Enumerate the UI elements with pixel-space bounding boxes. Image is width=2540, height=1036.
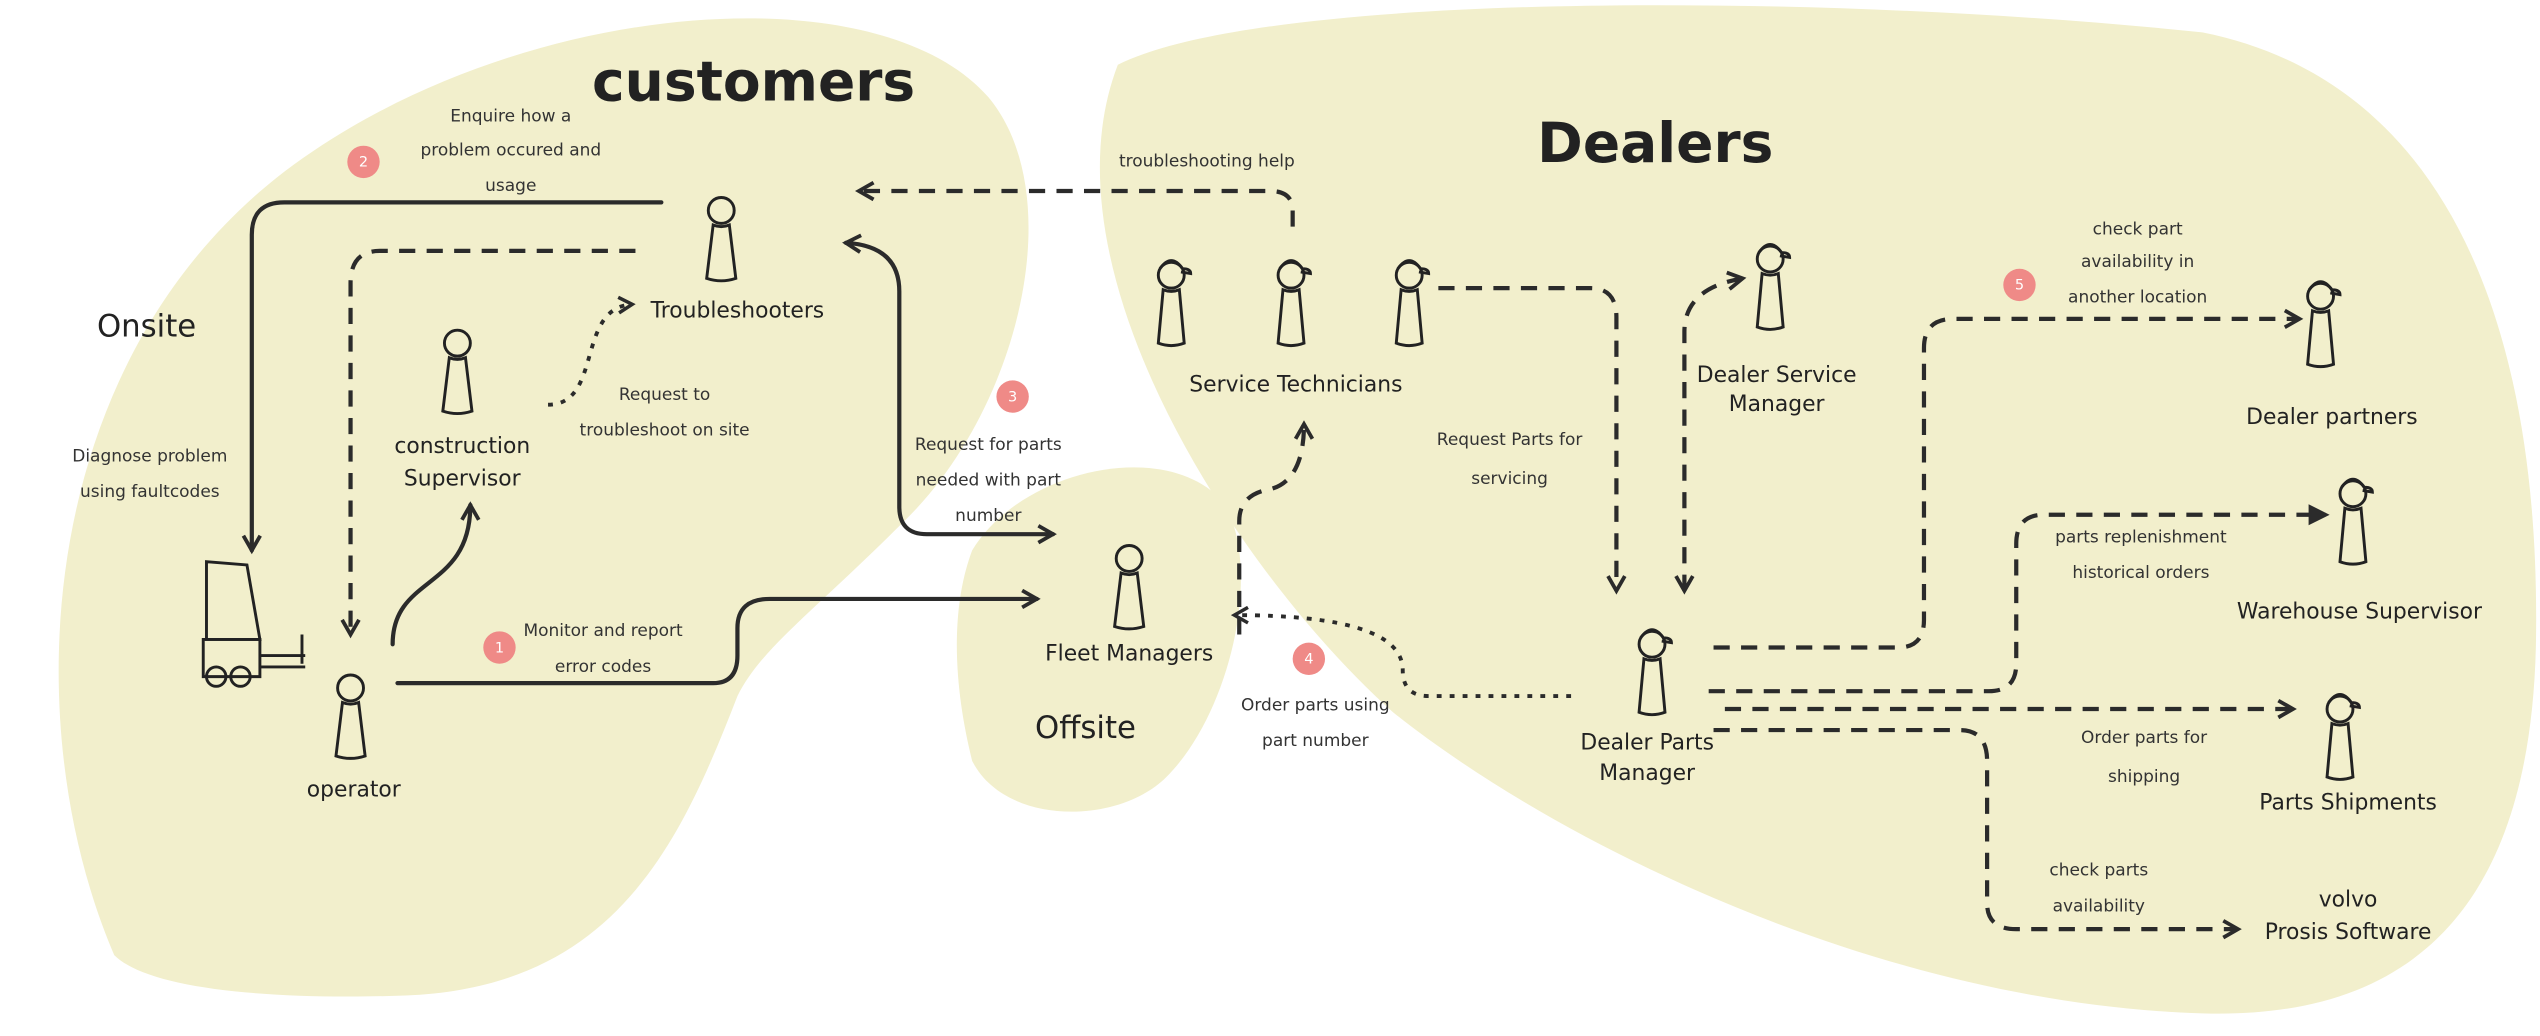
annotation-enquire: usage bbox=[485, 176, 536, 196]
annotation-replenishment: parts replenishment bbox=[2055, 527, 2227, 547]
edge-troubleshooters-to-machine bbox=[241, 200, 664, 555]
dealers-title: Dealers bbox=[1537, 111, 1773, 175]
parts-manager-label-2: Manager bbox=[1599, 761, 1695, 786]
annotation-troubleshooting-help: troubleshooting help bbox=[1119, 152, 1295, 172]
prosis-label-2: Prosis Software bbox=[2265, 920, 2432, 945]
edge-partsmanager-to-partners bbox=[1713, 308, 2304, 650]
edge-partsmanager-servicemanager bbox=[1674, 270, 1747, 595]
service-manager-label-1: Dealer Service bbox=[1697, 363, 1857, 388]
step-badge-4: 4 bbox=[1292, 642, 1326, 676]
customers-title: customers bbox=[592, 49, 915, 113]
supervisor-label-2: Supervisor bbox=[404, 467, 521, 492]
edge-partsmanager-to-warehouse bbox=[1708, 504, 2330, 694]
annotation-order-parts-number: Order parts using bbox=[1241, 696, 1390, 716]
annotation-check-part-location: check part bbox=[2093, 220, 2183, 240]
annotation-request-troubleshoot: Request to bbox=[619, 385, 710, 405]
operator-label: operator bbox=[307, 777, 401, 802]
troubleshooters-label: Troubleshooters bbox=[650, 298, 825, 323]
supervisor-label-1: construction bbox=[394, 434, 530, 459]
edge-fleet-troubleshooters bbox=[842, 233, 1057, 545]
edge-technicians-to-partsmanager bbox=[1438, 286, 1627, 595]
step-badge-3: 3 bbox=[996, 380, 1029, 413]
annotation-replenishment: historical orders bbox=[2072, 563, 2209, 583]
edge-supervisor-to-troubleshooters bbox=[547, 295, 636, 407]
svg-text:5: 5 bbox=[2015, 277, 2024, 294]
edge-technicians-to-troubleshooters bbox=[855, 180, 1295, 227]
annotation-request-parts-number: Request for parts bbox=[915, 435, 1062, 455]
annotation-enquire: problem occured and bbox=[420, 140, 601, 160]
annotation-check-parts: check parts bbox=[2049, 861, 2148, 881]
annotation-request-troubleshoot: troubleshoot on site bbox=[580, 420, 750, 440]
service-manager-label-2: Manager bbox=[1729, 392, 1825, 417]
edge-partsmanager-to-prosis bbox=[1713, 727, 2242, 940]
dealer-partners-label: Dealer partners bbox=[2246, 405, 2418, 430]
svg-text:4: 4 bbox=[1304, 651, 1313, 668]
svg-text:2: 2 bbox=[359, 154, 368, 171]
step-badge-5: 5 bbox=[2003, 268, 2036, 302]
onsite-label: Onsite bbox=[97, 309, 196, 345]
forklift-icon bbox=[201, 560, 306, 688]
annotation-check-parts: availability bbox=[2053, 896, 2145, 916]
annotation-request-parts-number: number bbox=[955, 506, 1021, 526]
edge-operator-to-supervisor bbox=[390, 501, 481, 647]
annotation-diagnose: using faultcodes bbox=[80, 482, 220, 502]
annotation-order-shipping: shipping bbox=[2108, 767, 2180, 787]
prosis-label-1: volvo bbox=[2319, 887, 2378, 912]
annotation-check-part-location: availability in bbox=[2081, 252, 2194, 272]
parts-shipments-label: Parts Shipments bbox=[2259, 790, 2437, 815]
annotation-monitor: error codes bbox=[555, 657, 651, 677]
service-technicians-label: Service Technicians bbox=[1189, 373, 1402, 398]
warehouse-supervisor-label: Warehouse Supervisor bbox=[2237, 599, 2482, 624]
customers-region bbox=[58, 18, 1029, 997]
annotation-request-servicing: Request Parts for bbox=[1437, 430, 1583, 450]
edge-troubleshooters-to-operator bbox=[340, 248, 636, 639]
edge-partsmanager-to-fleet bbox=[1230, 605, 1572, 699]
svg-text:3: 3 bbox=[1008, 388, 1017, 405]
annotation-request-servicing: servicing bbox=[1471, 469, 1548, 489]
annotation-request-parts-number: needed with part bbox=[916, 471, 1062, 491]
parts-manager-label-1: Dealer Parts bbox=[1580, 730, 1714, 755]
annotation-order-shipping: Order parts for bbox=[2081, 728, 2207, 748]
annotation-order-parts-number: part number bbox=[1262, 731, 1369, 751]
edge-operator-to-fleet bbox=[395, 588, 1041, 686]
step-badge-1: 1 bbox=[483, 631, 516, 664]
edge-fleet-to-technicians bbox=[1237, 420, 1315, 635]
offsite-label: Offsite bbox=[1035, 710, 1136, 746]
offsite-region bbox=[956, 467, 1241, 812]
annotation-enquire: Enquire how a bbox=[450, 106, 571, 126]
svg-text:1: 1 bbox=[495, 639, 504, 656]
dealers-region bbox=[1099, 5, 2537, 1014]
annotation-diagnose: Diagnose problem bbox=[72, 446, 227, 466]
annotation-monitor: Monitor and report bbox=[523, 621, 683, 641]
fleet-managers-label: Fleet Managers bbox=[1045, 641, 1213, 666]
step-badge-2: 2 bbox=[347, 145, 380, 179]
annotation-check-part-location: another location bbox=[2068, 288, 2207, 308]
